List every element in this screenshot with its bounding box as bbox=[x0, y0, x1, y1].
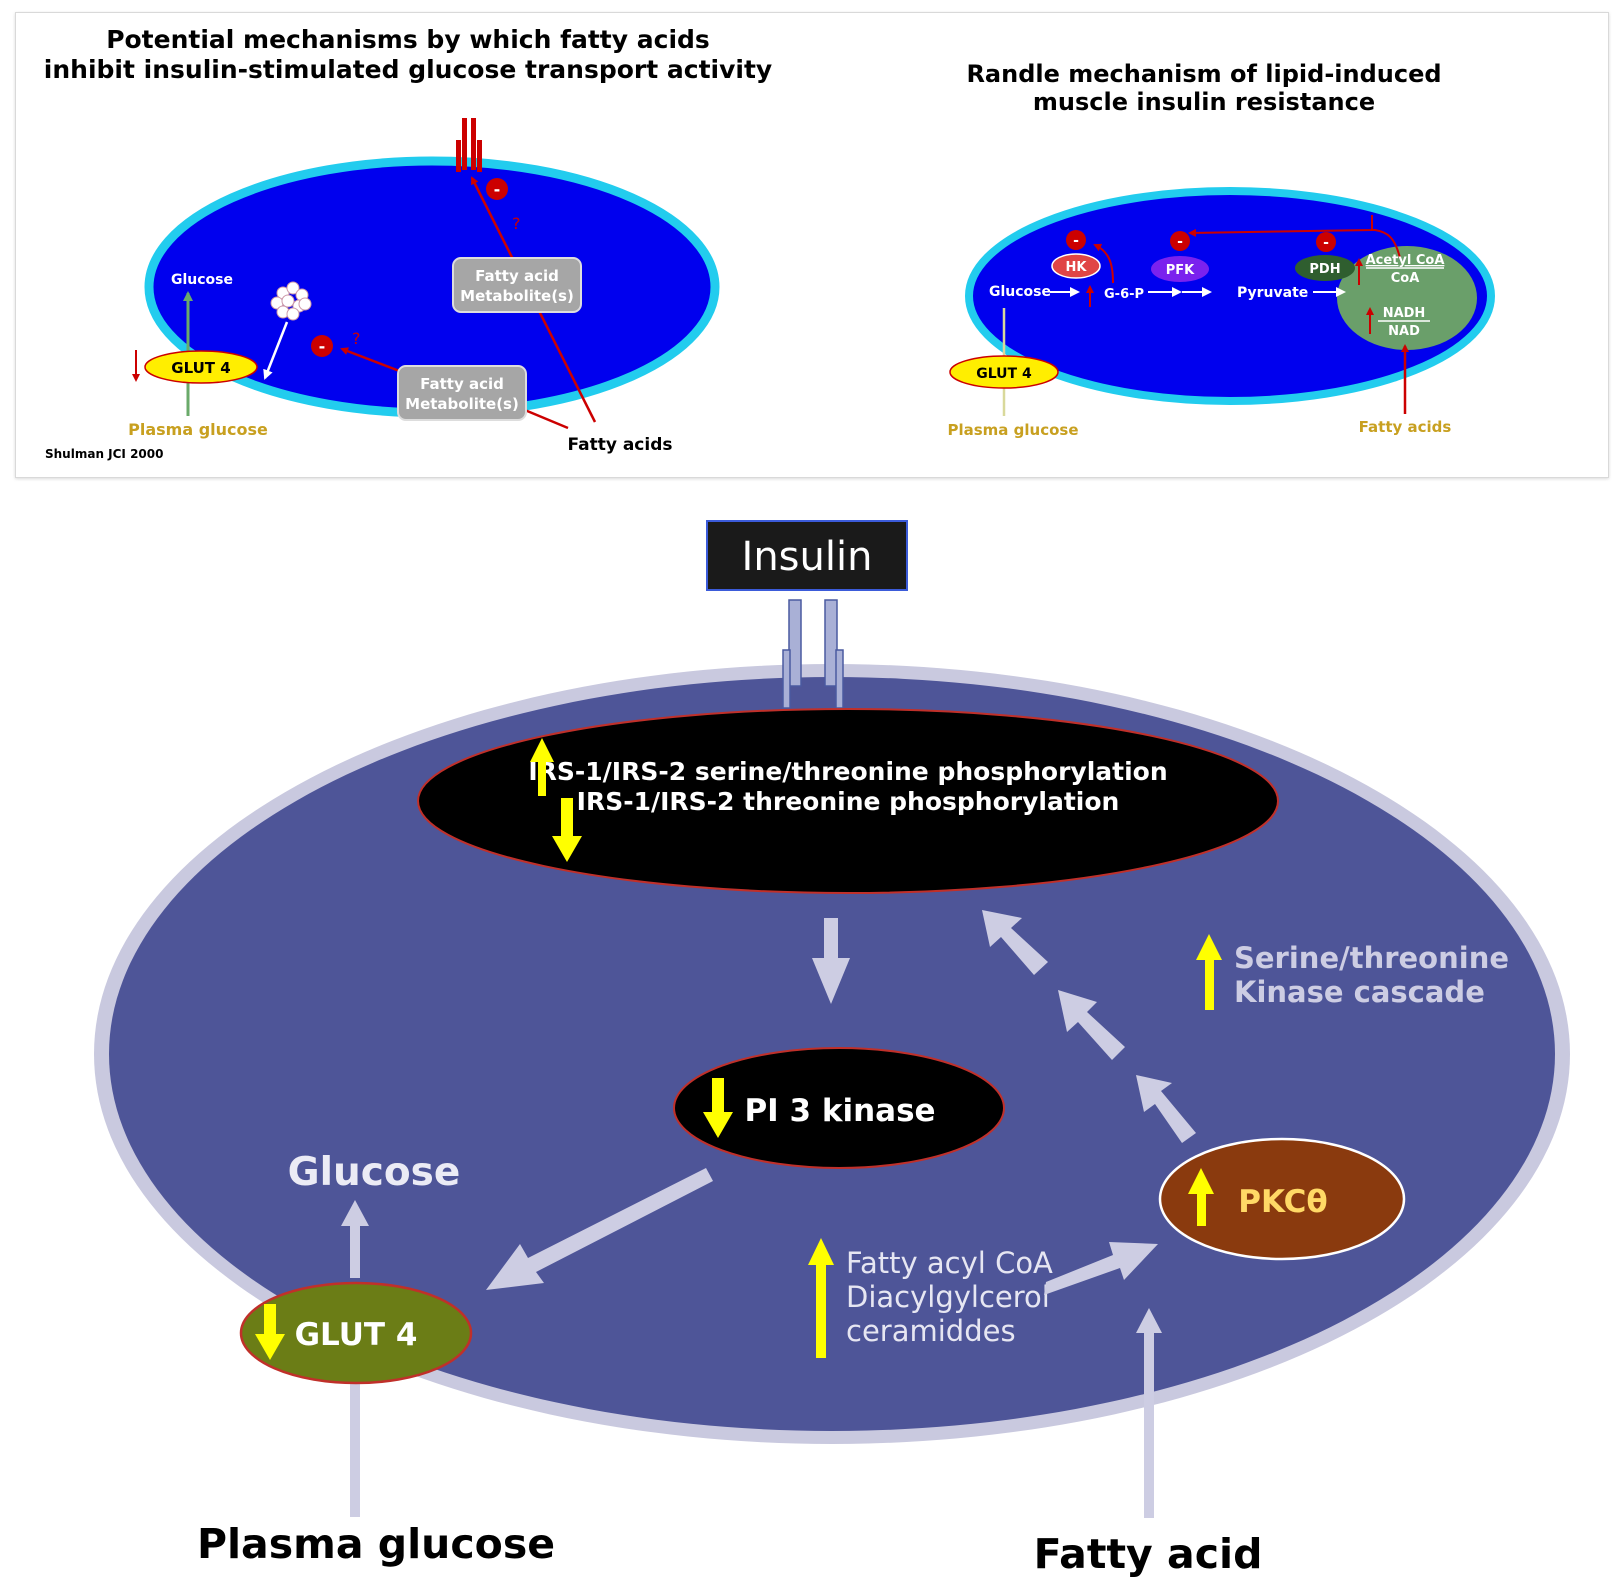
bottom-insulin-receptor bbox=[782, 599, 844, 709]
tr-pdh: PDH bbox=[1295, 255, 1355, 281]
tl-metabolite-lower-box: Fatty acid Metabolite(s) bbox=[397, 365, 527, 421]
tl-plasma-glucose: Plasma glucose bbox=[128, 420, 268, 439]
tr-nadh: NADH bbox=[1383, 306, 1426, 321]
tr-feedback-line bbox=[1188, 215, 1401, 259]
pkc-theta-node bbox=[1158, 1137, 1406, 1261]
arrow-plasma-glucose-up bbox=[350, 1360, 360, 1517]
tr-g6p: G-6-P bbox=[1104, 287, 1144, 302]
irs-down-indicator bbox=[552, 798, 582, 862]
svg-text:-: - bbox=[1073, 233, 1079, 249]
arrow-pkc-to-irs-2 bbox=[1058, 990, 1125, 1060]
tr-mitochondrion bbox=[1337, 246, 1477, 350]
tl-question-lower: ? bbox=[352, 329, 361, 348]
bottom-panel: Insulin IRS-1/IRS-2 serine/threonine pho… bbox=[94, 520, 1570, 1578]
tl-metabolite-inhibit-line bbox=[340, 347, 403, 374]
pi3k-node bbox=[673, 1047, 1005, 1169]
tr-pyruvate: Pyruvate bbox=[1237, 285, 1308, 301]
svg-text:GLUT 4: GLUT 4 bbox=[295, 1317, 418, 1353]
svg-text:Insulin: Insulin bbox=[742, 534, 873, 580]
arrow-lipid-to-pkc bbox=[1044, 1242, 1158, 1295]
svg-text:Fatty acid: Fatty acid bbox=[475, 267, 559, 285]
irs-line2: IRS-1/IRS-2 threonine phosphorylation bbox=[577, 787, 1120, 816]
glut4-node: GLUT 4 bbox=[239, 1281, 473, 1385]
lipid-line2: Diacylgylcerol bbox=[846, 1280, 1050, 1314]
tr-g6p-feedback bbox=[1093, 243, 1114, 284]
tl-question-upper: ? bbox=[512, 214, 521, 233]
tr-inhibit-hk: - bbox=[1066, 230, 1086, 250]
tl-vesicle-arrow bbox=[263, 321, 289, 380]
lipid-line3: ceramiddes bbox=[846, 1314, 1016, 1348]
fatty-acid-label: Fatty acid bbox=[1034, 1530, 1263, 1578]
lipid-up-indicator bbox=[808, 1238, 834, 1358]
irs-line1: IRS-1/IRS-2 serine/threonine phosphoryla… bbox=[528, 757, 1167, 786]
tr-pfk: PFK bbox=[1151, 256, 1209, 282]
tl-glucose-label: Glucose bbox=[171, 272, 233, 288]
tr-glucose: Glucose bbox=[989, 284, 1051, 300]
svg-text:Fatty acid: Fatty acid bbox=[420, 375, 504, 393]
pkc-label: PKCθ bbox=[1238, 1184, 1327, 1220]
tl-glut4-vesicles bbox=[270, 281, 312, 321]
tr-inhibit-pfk: - bbox=[1170, 231, 1190, 251]
tl-inhibit-upper: - bbox=[486, 178, 508, 200]
svg-text:-: - bbox=[1323, 235, 1329, 251]
tl-citation: Shulman JCI 2000 bbox=[45, 447, 163, 461]
tr-acetyl-coa: Acetyl CoA bbox=[1366, 253, 1445, 268]
arrow-fatty-acid-in bbox=[1136, 1308, 1162, 1518]
tl-inhibit-lower: - bbox=[311, 335, 333, 357]
tr-fatty-acids: Fatty acids bbox=[1359, 418, 1452, 436]
tl-title-line1: Potential mechanisms by which fatty acid… bbox=[106, 25, 710, 54]
arrow-pkc-to-irs-3 bbox=[982, 910, 1048, 975]
tr-hk: HK bbox=[1051, 253, 1101, 279]
kinase-line1: Serine/threonine bbox=[1234, 941, 1509, 975]
tl-metabolite-upper-box: Fatty acid Metabolite(s) bbox=[452, 257, 582, 313]
tr-coa: CoA bbox=[1391, 271, 1420, 286]
svg-text:HK: HK bbox=[1066, 260, 1088, 275]
glucose-label: Glucose bbox=[288, 1150, 461, 1195]
tr-title-line1: Randle mechanism of lipid-induced bbox=[966, 60, 1441, 88]
arrow-pi3k-to-glut4 bbox=[486, 1168, 713, 1290]
irs-complex bbox=[417, 708, 1279, 894]
tl-insulin-receptor bbox=[456, 118, 482, 172]
pkc-up-indicator bbox=[1188, 1168, 1214, 1226]
arrow-glucose-out bbox=[341, 1200, 369, 1278]
glut4-down-indicator bbox=[255, 1304, 285, 1360]
pi3k-down-indicator bbox=[703, 1078, 733, 1138]
irs-up-indicator bbox=[530, 738, 554, 796]
tr-title-line2: muscle insulin resistance bbox=[1033, 88, 1375, 116]
kinase-up-indicator bbox=[1196, 934, 1222, 1010]
pi3k-label: PI 3 kinase bbox=[744, 1093, 935, 1129]
top-right-panel: Randle mechanism of lipid-induced muscle… bbox=[947, 60, 1495, 439]
tr-nad: NAD bbox=[1388, 324, 1420, 339]
tr-inhibit-pdh: - bbox=[1316, 232, 1336, 252]
arrow-irs-to-pi3k bbox=[812, 918, 850, 1004]
svg-text:-: - bbox=[319, 337, 326, 356]
tr-glut4: GLUT 4 bbox=[949, 355, 1059, 389]
svg-text:-: - bbox=[494, 180, 501, 199]
svg-text:Metabolite(s): Metabolite(s) bbox=[460, 287, 574, 305]
tr-plasma-glucose: Plasma glucose bbox=[947, 421, 1078, 439]
arrow-pkc-to-irs-1 bbox=[1136, 1075, 1196, 1143]
svg-text:PDH: PDH bbox=[1309, 262, 1340, 277]
tl-fatty-acids: Fatty acids bbox=[567, 435, 672, 455]
svg-text:GLUT 4: GLUT 4 bbox=[171, 359, 230, 377]
svg-text:-: - bbox=[1177, 234, 1183, 250]
top-left-panel: Potential mechanisms by which fatty acid… bbox=[44, 25, 772, 461]
svg-text:PFK: PFK bbox=[1166, 263, 1195, 278]
svg-text:GLUT 4: GLUT 4 bbox=[976, 366, 1032, 382]
tl-title-line2: inhibit insulin-stimulated glucose trans… bbox=[44, 55, 772, 84]
insulin-box: Insulin bbox=[706, 520, 908, 591]
lipid-line1: Fatty acyl CoA bbox=[846, 1246, 1053, 1280]
tl-glut4: GLUT 4 bbox=[144, 350, 258, 384]
tl-fa-line-to-lower-metabolite bbox=[519, 406, 569, 430]
plasma-glucose-label: Plasma glucose bbox=[197, 1520, 555, 1568]
svg-text:Metabolite(s): Metabolite(s) bbox=[405, 395, 519, 413]
tr-cell bbox=[965, 187, 1495, 405]
kinase-line2: Kinase cascade bbox=[1234, 975, 1485, 1009]
